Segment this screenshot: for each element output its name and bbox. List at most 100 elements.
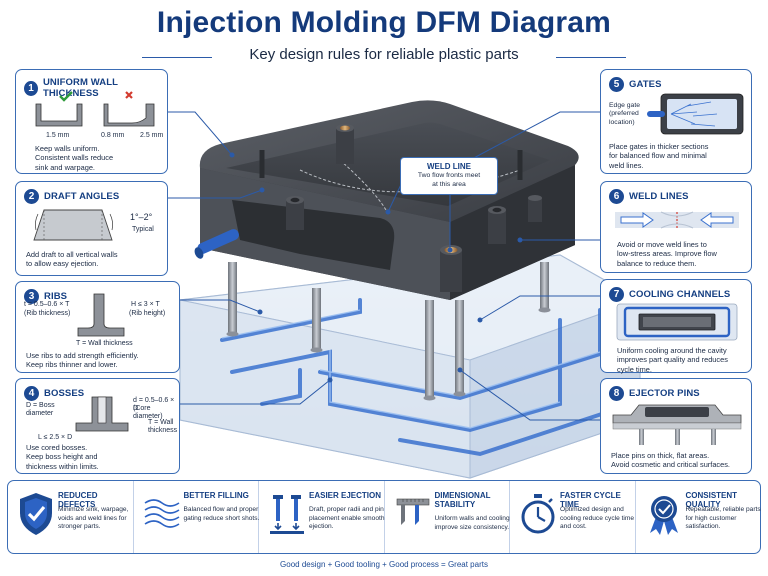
benefit-faster-cycle-time: FASTER CYCLE TIME Optimized design and c… [510, 481, 636, 553]
draft-angle-value: 1°–2° [130, 212, 153, 222]
cooling-channel-sketch [616, 303, 738, 341]
panel-number: 8 [609, 386, 624, 401]
draft-text-1: Add draft to all vertical walls [26, 250, 118, 259]
cooling-text-1: Uniform cooling around the cavity [617, 346, 727, 355]
award-ribbon-icon [649, 496, 678, 535]
panel-title: WELD LINES [629, 191, 689, 202]
callout-title: WELD LINE [427, 162, 471, 171]
benefit-text: Uniform walls and cooling improve size c… [434, 515, 510, 531]
stopwatch-icon [521, 494, 555, 534]
dim-thick: 2.5 mm [140, 132, 164, 139]
gate-label-1: Edge gate [609, 102, 640, 109]
boss-length-rule: L ≤ 2.5 × D [38, 434, 73, 441]
wall-text-3: sink and warpage. [35, 162, 95, 172]
subtitle-rule-right [556, 57, 626, 58]
bosses-text-2: Keep boss height and [26, 452, 98, 462]
dim-thin: 0.8 mm [101, 132, 125, 139]
panel-ejector-pins: 8 EJECTOR PINS Place pins on thick, flat… [600, 378, 752, 474]
page-subtitle: Key design rules for reliable plastic pa… [249, 46, 519, 63]
panel-number: 2 [24, 189, 39, 204]
draft-text-2: to allow easy ejection. [26, 259, 99, 269]
wall-thickness-sketch [35, 91, 155, 127]
panel-number: 4 [24, 386, 39, 401]
benefit-title: DIMENSIONAL STABILITY [434, 491, 491, 510]
rib-thickness-note: (Rib thickness) [24, 310, 71, 317]
wall-text-2: Consistent walls reduce [35, 153, 114, 163]
wall-thickness-rule: T = Wall thickness [76, 340, 133, 347]
ribs-text-1: Use ribs to add strength efficiently. [26, 351, 139, 360]
cooling-channel-lines [220, 298, 622, 457]
panel-gates: 5 GATES Edge gate (preferred location) P… [600, 69, 752, 174]
panel-ribs: 3 RIBS t = 0.5–0.6 × T (Rib thickness) H… [15, 281, 180, 373]
dim-uniform: 1.5 mm [46, 132, 70, 139]
panel-number: 7 [609, 287, 624, 302]
ejector-text-1: Place pins on thick, flat areas. [611, 451, 710, 460]
benefit-easier-ejection: EASIER EJECTION Draft, proper radii and … [259, 481, 385, 553]
weld-text-2: low-stress areas. Improve flow [617, 249, 717, 259]
panel-title: GATES [629, 79, 662, 90]
rib-height-rule: H ≤ 3 × T [131, 301, 160, 308]
gates-text-1: Place gates in thicker sections [609, 142, 709, 151]
panel-title: DRAFT ANGLES [44, 191, 120, 202]
panel-number: 5 [609, 77, 624, 92]
draft-angle-note: Typical [132, 226, 154, 233]
callout-text-line-1: Two flow fronts meet [417, 172, 481, 179]
benefits-strip: REDUCED DEFECTS Minimize sink, warpage, … [7, 480, 761, 554]
weld-line-sketch [615, 211, 739, 229]
benefit-title: EASIER EJECTION [309, 491, 382, 500]
boss-wall-note: thickness [148, 427, 178, 434]
cooling-text-2: improves part quality and reduces [617, 355, 728, 365]
gate-sketch [647, 93, 744, 135]
core-diameter-note: (Core diameter) [133, 405, 163, 421]
gate-label-2: (preferred [609, 110, 639, 118]
weld-line-callout: WELD LINE Two flow fronts meet at this a… [400, 157, 498, 195]
gate-nozzle [194, 229, 239, 259]
panel-title: COOLING CHANNELS [629, 289, 731, 300]
caliper-icon [396, 498, 429, 525]
rib-sketch [77, 293, 125, 337]
leader-lines [168, 111, 600, 421]
panel-bosses: 4 BOSSES D = Boss diameter d = 0.5–0.6 ×… [15, 378, 180, 474]
panel-number: 6 [609, 189, 624, 204]
weld-text-1: Avoid or move weld lines to [617, 240, 707, 249]
panel-title: BOSSES [44, 388, 85, 399]
support-pins [226, 262, 551, 401]
boss-wall-rule: T = Wall [148, 419, 174, 426]
panel-title: EJECTOR PINS [629, 388, 700, 399]
page-title: Injection Molding DFM Diagram [156, 6, 612, 39]
bosses-text-1: Use cored bosses. [26, 443, 88, 452]
benefit-reduced-defects: REDUCED DEFECTS Minimize sink, warpage, … [8, 481, 134, 553]
benefit-text: Optimized design and cooling reduce cycl… [560, 506, 635, 531]
boss-diameter-note: diameter [26, 410, 54, 417]
cross-icon [125, 91, 133, 99]
benefit-text: Draft, proper radii and pin placement en… [309, 506, 385, 531]
benefit-title: FASTER CYCLE TIME [560, 491, 621, 510]
mold-base [179, 254, 642, 479]
panel-title: RIBS [44, 291, 68, 302]
gates-text-3: weld lines. [609, 160, 644, 170]
boss-diameter-rule: D = Boss [26, 402, 55, 409]
draft-angle-sketch [33, 209, 114, 241]
panel-number: 3 [24, 289, 39, 304]
rib-height-note: (Rib height) [129, 310, 166, 317]
callout-text-line-2: at this area [432, 181, 466, 189]
benefit-title: CONSISTENT QUALITY [685, 491, 738, 510]
benefit-better-filling: BETTER FILLING Balanced flow and proper … [134, 481, 260, 553]
ejector-text-2: Avoid cosmetic and critical surfaces. [611, 460, 730, 470]
gates-text-2: for balanced flow and minimal [609, 151, 707, 161]
shield-check-icon [20, 493, 52, 535]
gate-label-3: location) [609, 118, 635, 126]
benefit-title: REDUCED DEFECTS [58, 491, 98, 510]
weld-text-3: balance to reduce them. [617, 258, 697, 268]
panel-uniform-wall-thickness: 1 UNIFORM WALL THICKNESS 1.5 mm 0.8 mm 2… [15, 69, 168, 174]
check-icon [59, 91, 73, 102]
panel-number: 1 [24, 80, 38, 96]
subtitle-rule-left [142, 57, 212, 58]
panel-cooling-channels: 7 COOLING CHANNELS Uniform cooling aroun… [600, 279, 752, 374]
ejector-pin-sketch [612, 404, 742, 445]
wall-text-1: Keep walls uniform. [35, 144, 100, 153]
ejector-pins-icon [270, 495, 304, 534]
benefit-text: Balanced flow and proper gating reduce s… [183, 506, 260, 522]
core-diameter-rule: d = 0.5–0.6 × D [133, 397, 175, 413]
ribs-text-2: Keep ribs thinner and lower. [26, 360, 118, 370]
